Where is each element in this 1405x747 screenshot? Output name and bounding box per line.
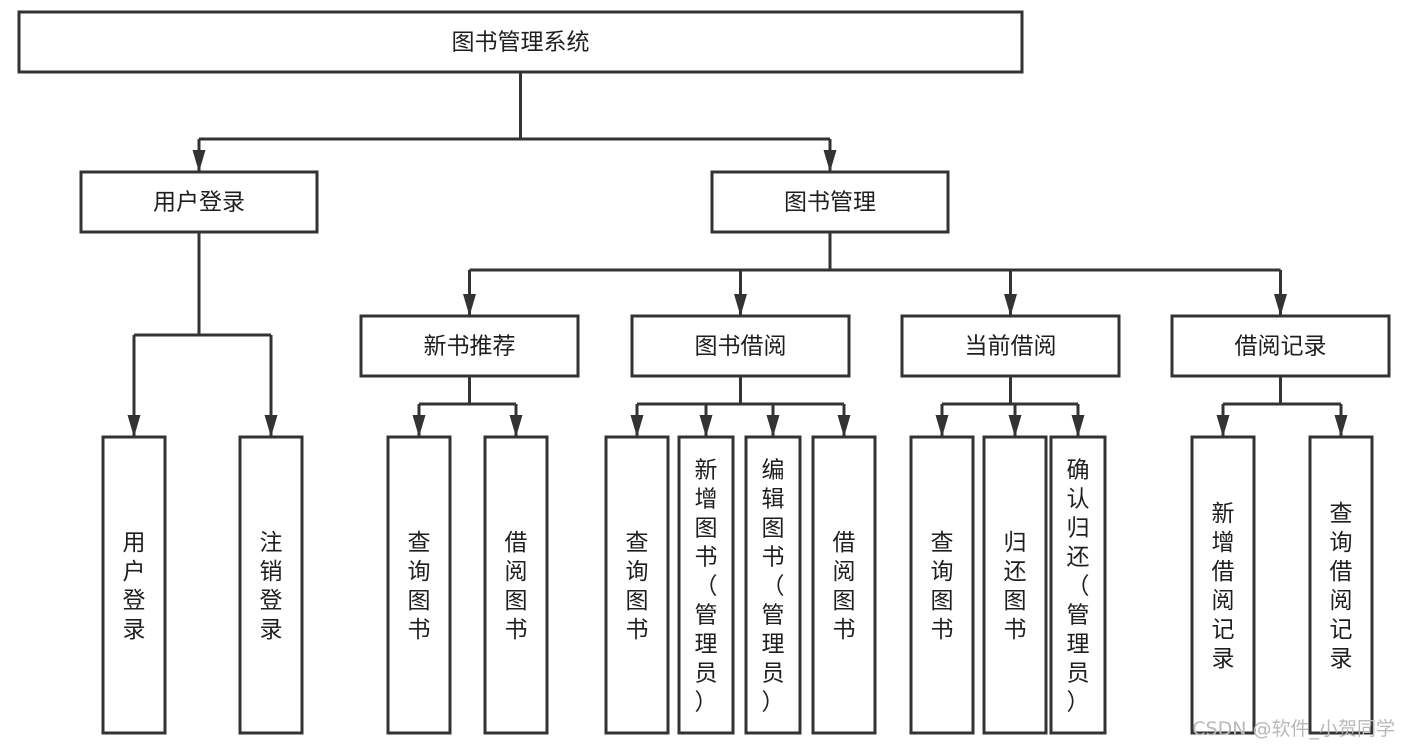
arrow-head [412,415,426,437]
node-box [101,435,167,735]
arrow-head [1274,294,1287,316]
node-box [630,314,851,378]
arrow-head [1216,415,1230,437]
node-box [744,435,802,735]
arrow-head [1004,294,1017,316]
node-label: 借阅图书 [833,530,856,643]
arrow-head [1334,415,1348,437]
node-label: 借阅记录 [1235,334,1327,360]
arrow-head [463,294,476,316]
node-box [17,10,1024,74]
node-book-borrow[interactable]: 图书借阅 [630,314,851,378]
node-label: 编辑图书（管理员） [762,458,785,716]
node-leaf-logout[interactable]: 注销登录 [238,435,304,735]
node-box [982,435,1048,735]
node-leaf-borrow-book-2[interactable]: 借阅图书 [811,435,877,735]
node-label: 借阅图书 [505,530,528,643]
arrow-head [734,294,747,316]
node-current-borrow[interactable]: 当前借阅 [900,314,1121,378]
node-leaf-user-login[interactable]: 用户登录 [101,435,167,735]
node-box [386,435,452,735]
arrow-head [823,150,837,172]
node-label: 新增借阅记录 [1212,501,1235,672]
node-box [677,435,735,735]
node-leaf-edit-book[interactable]: 编辑图书（管理员） [744,435,802,735]
arrow-head [935,415,949,437]
node-book-manage[interactable]: 图书管理 [710,170,950,234]
node-leaf-confirm-return[interactable]: 确认归还（管理员） [1049,435,1107,735]
node-label: 确认归还（管理员） [1067,458,1090,716]
arrow-head [699,415,713,437]
node-leaf-return-book[interactable]: 归还图书 [982,435,1048,735]
node-label: 图书管理 [784,190,876,216]
arrow-head [1071,415,1085,437]
node-box [1170,314,1391,378]
arrow-head [264,415,278,437]
node-leaf-query-book-3[interactable]: 查询图书 [909,435,975,735]
node-label: 查询图书 [626,530,649,643]
connectors-layer [127,72,1348,437]
node-label: 查询借阅记录 [1330,501,1353,672]
node-label: 用户登录 [153,190,245,216]
node-leaf-add-book[interactable]: 新增图书（管理员） [677,435,735,735]
node-label: 归还图书 [1004,530,1027,643]
arrow-head [630,415,644,437]
node-leaf-query-book-2[interactable]: 查询图书 [604,435,670,735]
node-box [1308,435,1374,735]
node-leaf-borrow-book-1[interactable]: 借阅图书 [483,435,549,735]
node-leaf-query-book-1[interactable]: 查询图书 [386,435,452,735]
node-box [604,435,670,735]
arrow-head [509,415,523,437]
node-box [1190,435,1256,735]
arrow-head [1008,415,1022,437]
node-box [710,170,950,234]
node-label: 图书借阅 [695,334,787,360]
node-label: 查询图书 [408,530,431,643]
node-label: 查询图书 [931,530,954,643]
node-borrow-record[interactable]: 借阅记录 [1170,314,1391,378]
node-box [811,435,877,735]
boxes-layer: 图书管理系统用户登录图书管理新书推荐图书借阅当前借阅借阅记录用户登录注销登录查询… [17,10,1391,735]
node-label: 新增图书（管理员） [695,458,718,716]
node-label: 新书推荐 [424,334,516,360]
node-box [1049,435,1107,735]
node-label: 当前借阅 [965,334,1057,360]
node-label: 图书管理系统 [452,30,590,56]
node-box [900,314,1121,378]
node-new-book-rec[interactable]: 新书推荐 [359,314,580,378]
node-user-login[interactable]: 用户登录 [79,170,319,234]
node-box [79,170,319,234]
node-root[interactable]: 图书管理系统 [17,10,1024,74]
node-box [359,314,580,378]
node-leaf-query-record[interactable]: 查询借阅记录 [1308,435,1374,735]
arrow-head [766,415,780,437]
arrow-head [192,150,206,172]
arrow-head [837,415,851,437]
node-box [238,435,304,735]
node-label: 用户登录 [123,530,146,643]
node-label: 注销登录 [260,530,283,643]
node-box [909,435,975,735]
node-leaf-add-record[interactable]: 新增借阅记录 [1190,435,1256,735]
node-box [483,435,549,735]
arrow-head [127,415,141,437]
